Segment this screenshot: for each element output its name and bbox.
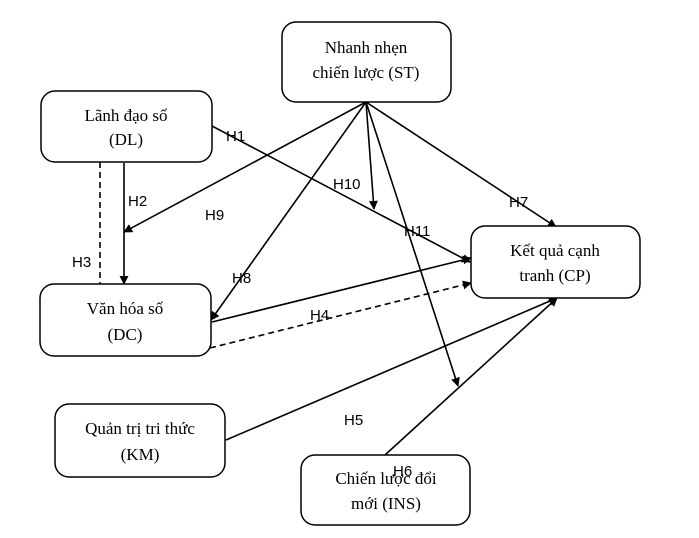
edge-label-h8: H8: [232, 270, 251, 287]
edge-h10: [365, 101, 378, 210]
node-ins-line1: Chiến lược đổi: [335, 469, 437, 488]
edge-h7: [365, 101, 557, 228]
edge-label-h5: H5: [344, 412, 363, 429]
edge-label-h1: H1: [226, 128, 245, 145]
node-dc-line2: (DC): [108, 325, 143, 344]
node-dc: Văn hóa số (DC): [39, 283, 212, 357]
edge-label-h3: H3: [72, 254, 91, 271]
edge-h6: [384, 297, 558, 456]
edge-h4-dashed: [209, 280, 472, 349]
node-st: Nhanh nhẹn chiến lược (ST): [281, 21, 452, 103]
node-dl-line1: Lãnh đạo số: [84, 106, 168, 125]
edge-label-h9: H9: [205, 207, 224, 224]
edge-label-h11: H11: [404, 223, 430, 240]
edge-label-h7: H7: [509, 194, 528, 211]
edge-h9: [123, 101, 367, 233]
node-km: Quản trị tri thức (KM): [54, 403, 226, 478]
edge-h8: [210, 101, 367, 321]
edge-h11: [365, 101, 460, 387]
node-st-line2: chiến lược (ST): [313, 63, 420, 82]
node-dl-line2: (DL): [109, 130, 143, 149]
node-km-line2: (KM): [121, 445, 160, 464]
node-cp-line2: tranh (CP): [519, 266, 590, 285]
node-dl: Lãnh đạo số (DL): [40, 90, 213, 163]
edge-h1: [211, 125, 471, 263]
node-ins-line2: mới (INS): [351, 494, 421, 513]
node-ins: Chiến lược đổi mới (INS): [300, 454, 471, 526]
edge-label-h10: H10: [333, 176, 361, 193]
node-km-line1: Quản trị tri thức: [85, 419, 195, 438]
edge-label-h2: H2: [128, 193, 147, 210]
edge-h4-solid: [211, 255, 472, 323]
edge-h5: [225, 297, 558, 441]
node-cp-line1: Kết quả cạnh: [510, 241, 600, 260]
node-st-line1: Nhanh nhẹn: [325, 38, 408, 57]
node-dc-line1: Văn hóa số: [87, 299, 164, 318]
node-cp: Kết quả cạnh tranh (CP): [470, 225, 641, 299]
edge-label-h6: H6: [393, 463, 412, 480]
edge-label-h4: H4: [310, 307, 329, 324]
